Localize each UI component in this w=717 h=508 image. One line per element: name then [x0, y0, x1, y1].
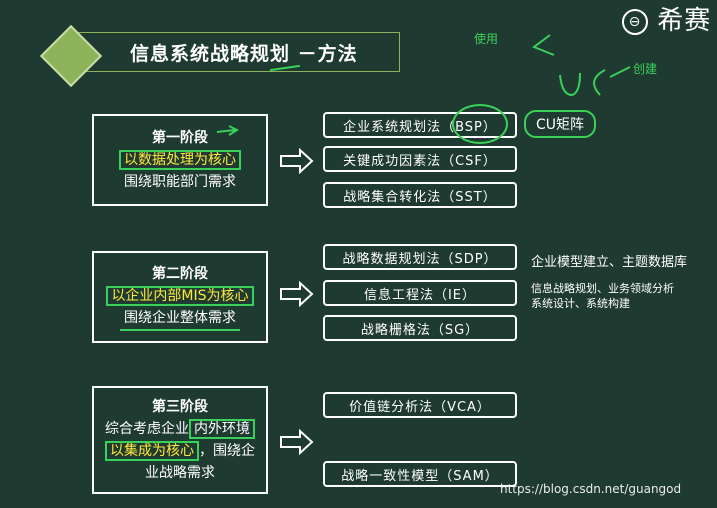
note-sdp: 企业模型建立、主题数据库: [531, 255, 688, 270]
stage-2-box: 第二阶段 以企业内部MIS为核心 围绕企业整体需求: [92, 251, 268, 343]
stage-3-title: 第三阶段: [152, 399, 208, 415]
note-ie: 信息战略规划、业务领域分析 系统设计、系统构建: [531, 282, 674, 310]
method-vca: 价值链分析法（VCA）: [323, 392, 517, 418]
arrow-right-icon: [280, 429, 314, 455]
method-sg: 战略栅格法（SG）: [323, 315, 517, 341]
page-title: 信息系统战略规划 －方法: [70, 32, 400, 72]
handwritten-arrow: [216, 125, 240, 136]
brand-logo: ⊖ 希赛: [622, 0, 711, 37]
method-csf: 关键成功因素法（CSF）: [323, 146, 517, 172]
cu-matrix-note: CU矩阵: [524, 110, 597, 138]
diamond-icon: [39, 24, 103, 88]
stage-1-title: 第一阶段: [152, 130, 208, 146]
stage-2-core: 以企业内部MIS为核心: [106, 285, 254, 307]
stage-2-desc: 围绕企业整体需求: [120, 307, 240, 331]
handwritten-strokes: [531, 34, 631, 97]
stage-1-desc: 围绕职能部门需求: [124, 174, 236, 190]
arrow-right-icon: [280, 148, 314, 174]
note-create: 创建: [633, 62, 658, 76]
e-icon: ⊖: [622, 8, 648, 35]
method-ie: 信息工程法（IE）: [323, 280, 517, 306]
method-sdp: 战略数据规划法（SDP）: [323, 244, 517, 270]
arrow-right-icon: [280, 281, 314, 307]
handwritten-circle: [452, 104, 508, 144]
method-sam: 战略一致性模型（SAM）: [323, 461, 517, 487]
stage-3-line2: 以集成为核心，围绕企: [105, 440, 255, 462]
method-sst: 战略集合转化法（SST）: [323, 182, 517, 208]
stage-3-box: 第三阶段 综合考虑企业内外环境 以集成为核心，围绕企 业战略需求: [92, 386, 268, 494]
stage-3-line3: 业战略需求: [145, 465, 215, 481]
stage-1-core: 以数据处理为核心: [119, 149, 241, 171]
page-title-text: 信息系统战略规划 －方法: [130, 42, 358, 65]
stage-2-title: 第二阶段: [152, 266, 208, 282]
note-use: 使用: [474, 32, 499, 46]
watermark: https://blog.csdn.net/guangod: [500, 482, 682, 496]
stage-1-box: 第一阶段 以数据处理为核心 围绕职能部门需求: [92, 114, 268, 206]
brand-text: 希赛: [657, 6, 712, 36]
stage-3-line1: 综合考虑企业内外环境: [105, 418, 255, 440]
